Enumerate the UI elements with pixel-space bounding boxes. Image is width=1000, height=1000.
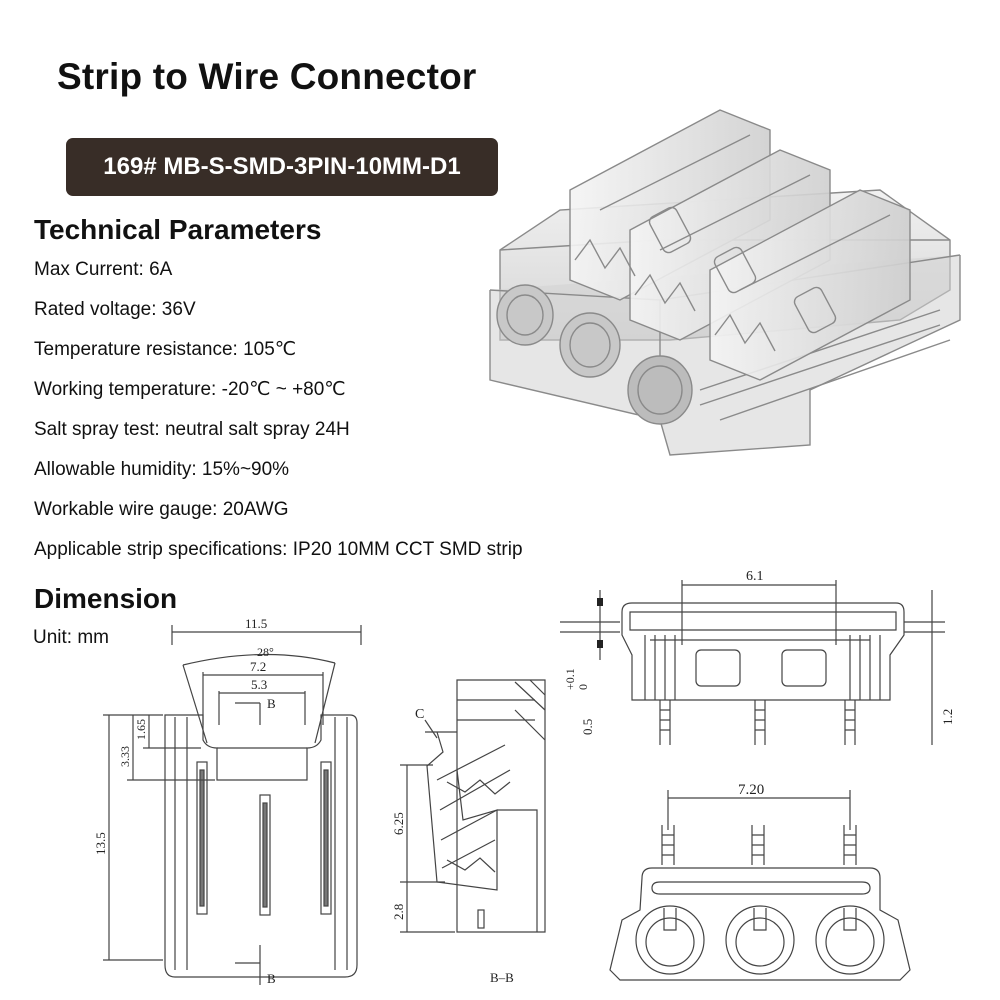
param-salt-spray: Salt spray test: neutral salt spray 24H xyxy=(34,419,350,440)
front-tolerance-label: +0.10 xyxy=(563,668,590,690)
top-view-drawing: 11.5 28° 7.2 5.3 13.5 3.33 1.65 B B xyxy=(95,616,362,986)
depth-a-label: 1.65 xyxy=(134,719,148,740)
radius-label: 28° xyxy=(257,645,274,659)
height-total-label: 13.5 xyxy=(95,832,108,855)
section-label: B–B xyxy=(490,970,514,985)
page-title: Strip to Wire Connector xyxy=(57,56,477,97)
technical-parameters-heading: Technical Parameters xyxy=(34,214,322,245)
param-max-current: Max Current: 6A xyxy=(34,259,173,280)
section-mark-top: B xyxy=(267,696,276,711)
product-render xyxy=(489,109,961,456)
front-width-label: 6.1 xyxy=(746,569,764,584)
front-thickness-label: 0.5 xyxy=(580,719,595,735)
dimension-heading: Dimension xyxy=(34,583,178,614)
param-strip-specs: Applicable strip specifications: IP20 10… xyxy=(34,539,523,560)
width-mid-label: 7.2 xyxy=(250,659,266,674)
depth-b-label: 3.33 xyxy=(118,746,132,767)
pin-spacing-label: 7.20 xyxy=(738,782,764,798)
section-view-drawing: 6.25 2.8 C B–B xyxy=(391,679,546,985)
end-view-drawing: 7.20 xyxy=(609,782,911,981)
param-working-temperature: Working temperature: -20℃ ~ +80℃ xyxy=(34,379,346,400)
section-height-a-label: 6.25 xyxy=(391,812,406,835)
section-height-b-label: 2.8 xyxy=(391,904,406,920)
front-height-label: 1.2 xyxy=(940,709,955,725)
param-rated-voltage: Rated voltage: 36V xyxy=(34,299,196,320)
param-humidity: Allowable humidity: 15%~90% xyxy=(34,459,290,480)
width-inner-label: 5.3 xyxy=(251,677,267,692)
param-wire-gauge: Workable wire gauge: 20AWG xyxy=(34,499,289,520)
detail-label: C xyxy=(415,707,424,722)
unit-label: Unit: mm xyxy=(33,627,109,648)
model-badge: 169# MB-S-SMD-3PIN-10MM-D1 xyxy=(66,138,498,196)
front-view-drawing: 6.1 +0.10 0.5 1.2 xyxy=(560,569,955,745)
width-total-label: 11.5 xyxy=(245,616,267,631)
parameters-list: Max Current: 6A Rated voltage: 36V Tempe… xyxy=(34,258,523,578)
section-mark-bottom: B xyxy=(267,971,276,986)
param-temperature-resistance: Temperature resistance: 105℃ xyxy=(34,339,297,360)
